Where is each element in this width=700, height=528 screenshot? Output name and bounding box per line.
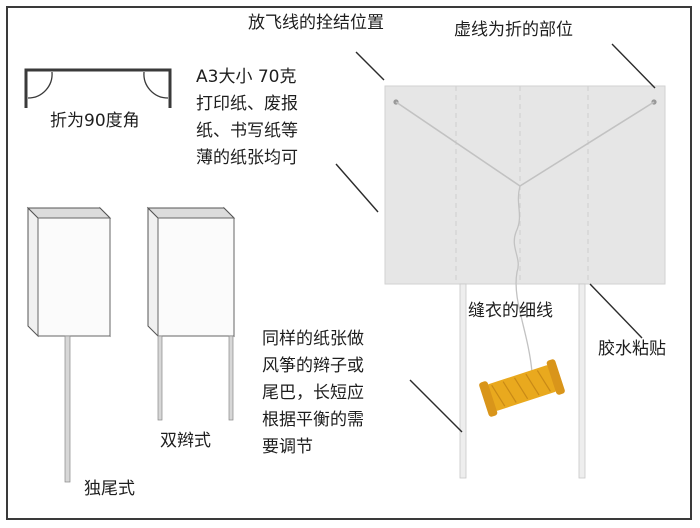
single-tail-kite	[26, 206, 112, 483]
double-tail-label: 双辫式	[160, 431, 211, 451]
thread-label: 缝衣的细线	[468, 301, 553, 321]
paper-note-line: 打印纸、废报	[196, 94, 298, 114]
dashed-fold-label: 虚线为折的部位	[454, 20, 573, 40]
paper-note-line: 纸、书写纸等	[196, 121, 298, 141]
paper-note-line: A3大小 70克	[196, 67, 297, 87]
fold-90-bracket	[24, 68, 172, 108]
fold-90-label: 折为90度角	[50, 111, 140, 131]
paper-note: A3大小 70克 打印纸、废报 纸、书写纸等 薄的纸张均可	[196, 64, 298, 172]
diagram-border	[6, 6, 692, 520]
thread-spool	[479, 359, 565, 417]
tail-note-line: 根据平衡的需	[262, 410, 364, 430]
large-kite-sheet	[384, 85, 666, 479]
tie-position-label: 放飞线的拴结位置	[248, 13, 384, 33]
single-tail-label: 独尾式	[84, 479, 135, 499]
double-tail-kite	[146, 206, 236, 421]
tail-note-line: 要调节	[262, 437, 313, 457]
tail-note: 同样的纸张做 风筝的辫子或 尾巴，长短应 根据平衡的需 要调节	[262, 326, 364, 461]
tail-note-line: 风筝的辫子或	[262, 356, 364, 376]
tail-note-line: 尾巴，长短应	[262, 383, 364, 403]
paper-note-line: 薄的纸张均可	[196, 148, 298, 168]
leader-lines	[335, 43, 656, 433]
glue-label: 胶水粘贴	[598, 339, 666, 359]
tail-note-line: 同样的纸张做	[262, 329, 364, 349]
